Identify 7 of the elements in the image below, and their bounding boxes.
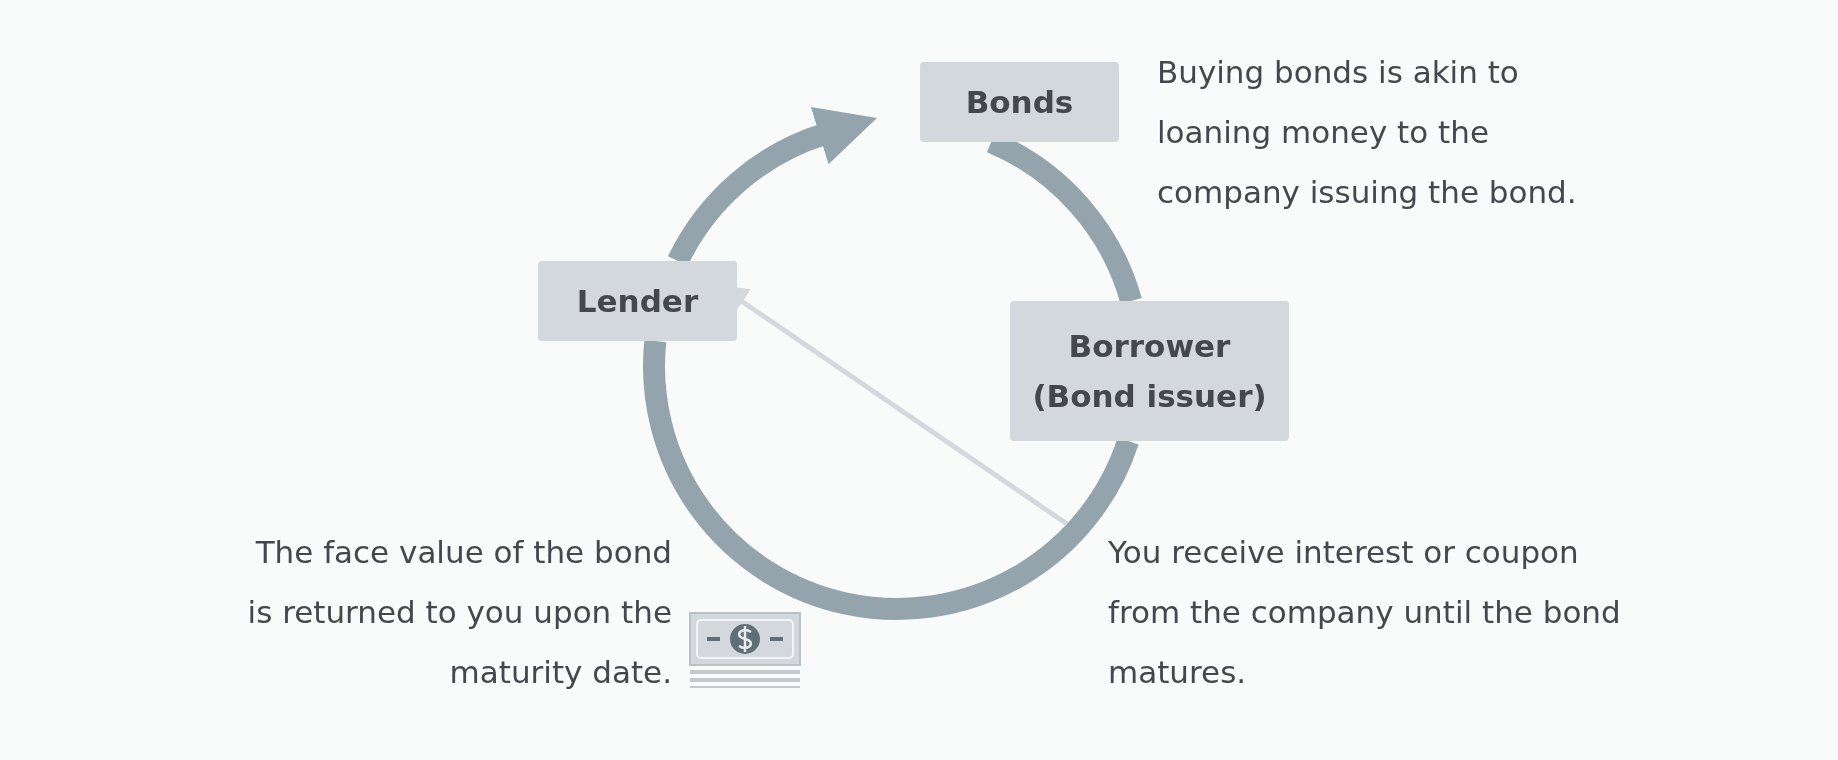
label-box: Bonds xyxy=(920,62,1119,142)
label-box: Lender xyxy=(538,261,737,341)
description-text: You receive interest or coupon from the company until the bond matures. xyxy=(1108,533,1622,692)
description-text: The face value of the bond is returned to you upon the maturity date. xyxy=(246,533,672,692)
description-text: Buying bonds is akin to loaning money to the company issuing the bond. xyxy=(1157,53,1578,212)
connector-arc xyxy=(643,340,1139,620)
label-box: Borrower (Bond issuer) xyxy=(1010,301,1289,441)
